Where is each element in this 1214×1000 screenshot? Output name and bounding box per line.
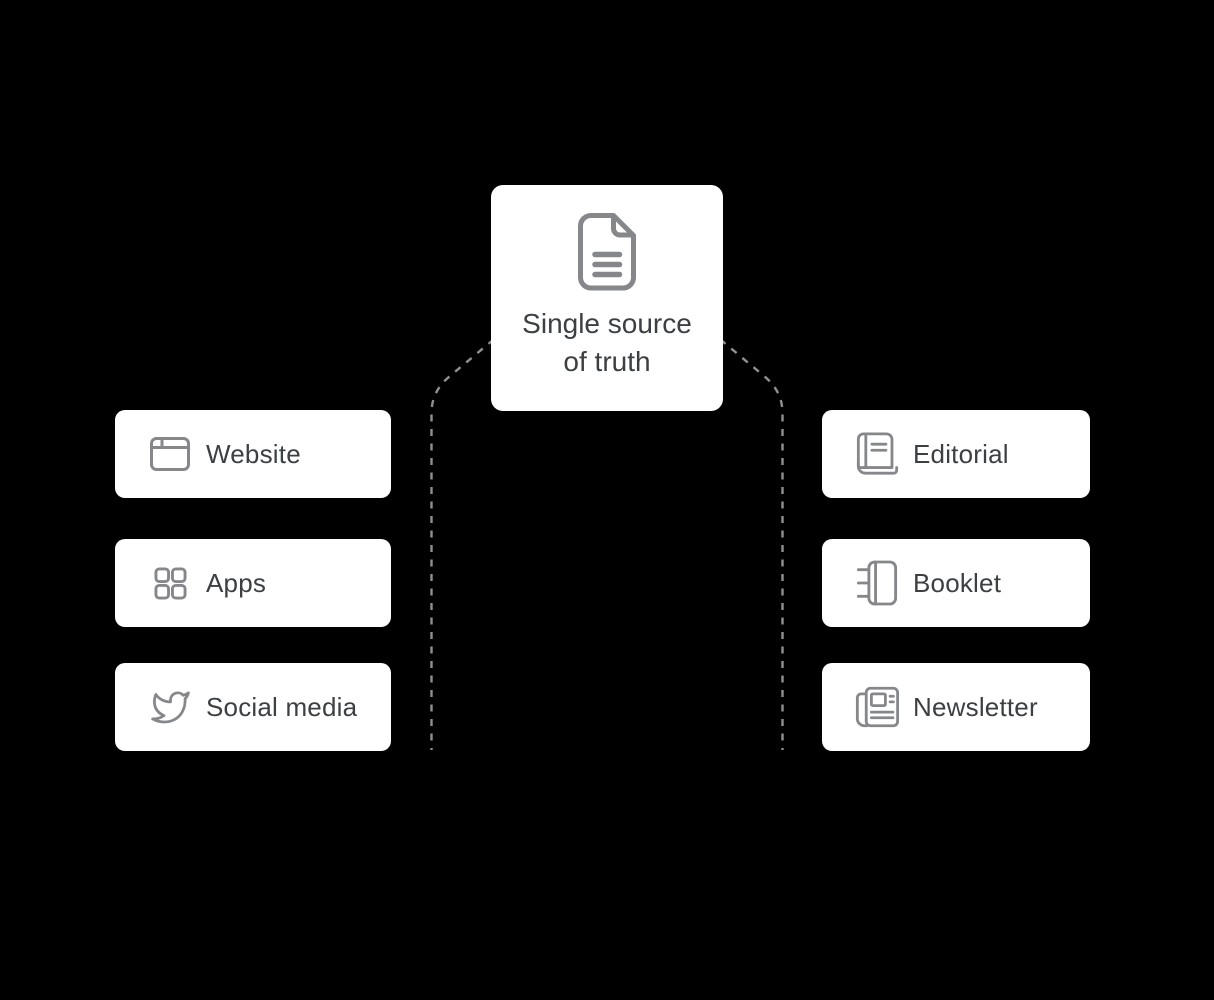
- node-label: Apps: [206, 567, 267, 598]
- node-booklet: Booklet: [822, 539, 1090, 627]
- node-label: Newsletter: [913, 691, 1038, 722]
- connector-right-dashed-line: [708, 329, 784, 750]
- node-editorial: Editorial: [822, 410, 1090, 498]
- node-website: Website: [115, 410, 391, 498]
- newspaper-icon: [855, 686, 899, 728]
- node-label: Editorial: [913, 438, 1009, 469]
- node-label: Single source of truth: [522, 308, 692, 377]
- node-social-media: Social media: [115, 663, 391, 751]
- connector-left-dashed-line: [430, 329, 506, 750]
- twitter-bird-icon: [148, 688, 192, 727]
- document-icon: [578, 213, 636, 291]
- spiral-notebook-icon: [855, 560, 899, 606]
- book-icon: [855, 431, 899, 477]
- node-label: Booklet: [913, 567, 1002, 598]
- apps-grid-icon: [148, 566, 192, 600]
- node-label: Website: [206, 438, 301, 469]
- node-apps: Apps: [115, 539, 391, 627]
- browser-window-icon: [148, 437, 192, 471]
- node-label: Social media: [206, 691, 358, 722]
- node-newsletter: Newsletter: [822, 663, 1090, 751]
- node-single-source-of-truth: Single source of truth: [491, 185, 723, 411]
